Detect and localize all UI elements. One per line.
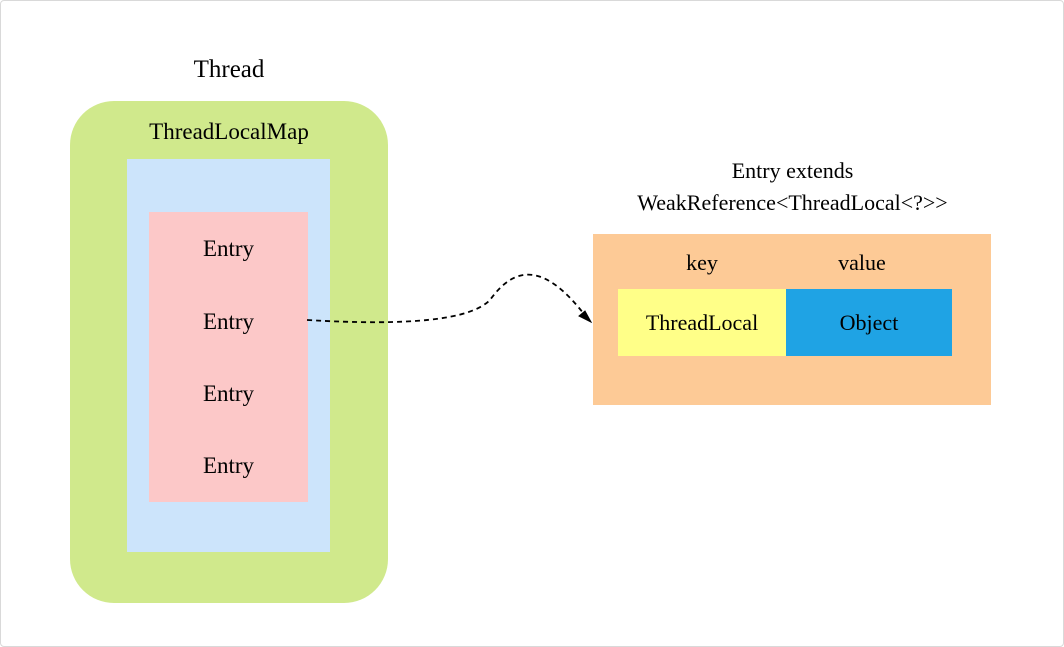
entry-box: Entry xyxy=(149,212,308,285)
entry-detail-title: Entry extends WeakReference<ThreadLocal<… xyxy=(594,155,991,219)
thread-title: Thread xyxy=(193,56,265,83)
value-header: value xyxy=(838,250,886,275)
key-header: key xyxy=(686,250,718,275)
key-cell: ThreadLocal xyxy=(618,289,786,356)
threadlocalmap-title: ThreadLocalMap xyxy=(149,119,309,144)
entry-detail-title-line1: Entry extends xyxy=(731,158,854,183)
entry-detail-title-line2: WeakReference<ThreadLocal<?>> xyxy=(637,190,948,215)
entry-box: Entry xyxy=(149,285,308,358)
entry-box: Entry xyxy=(149,357,308,430)
entry-box: Entry xyxy=(149,429,308,502)
value-cell: Object xyxy=(786,289,952,356)
